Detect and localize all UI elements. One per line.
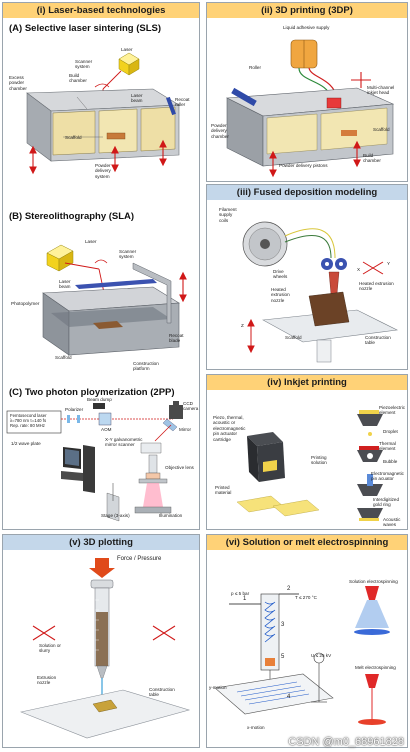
electro-header: (vi) Solution or melt electrospinning [207,535,407,550]
sla-label-laser-beam: Laser beam [59,279,71,290]
sla-label-laser: Laser [85,239,97,244]
sls-title: (A) Selective laser sintering (SLS) [9,23,162,34]
tpp-label-ccd: CCD camera [183,401,199,412]
fdm-panel: (iii) Fused deposition modeling Filament… [206,184,408,370]
electro-label-n1: 1 [243,596,247,602]
sla-label-recoat-blade: Recoat blade [169,333,184,344]
fdm-header: (iii) Fused deposition modeling [207,185,407,200]
electro-label-melt-es: Melt electrospinning [355,665,396,670]
inkjet-label-em-pin: Electromagnetic pin acuator [371,471,404,482]
sls-label-build-chamber: Build chamber [69,73,87,84]
electro-panel: (vi) Solution or melt electrospinning 1 … [206,534,408,748]
inkjet-label-acoustic: Acoustic waves [383,517,401,528]
fdm-label-x: X [357,267,361,272]
sls-label-laser-beam: Laser beam [131,93,143,104]
tpp-label-illumination: Illumination [159,513,183,518]
tpp-label-polarizer: Polarizer [65,407,84,412]
laser-panel-header: (i) Laser-based technologies [3,3,199,18]
plotting-panel: (v) 3D plotting Force / Pressure Solutio… [2,534,200,748]
plotting-label-force: Force / Pressure [117,556,162,562]
tpp-label-laser-box: Femtosecond laser λ=780 nm τ=140 fs Rep.… [10,413,47,428]
inkjet-label-thermal: Thermal element [379,441,396,452]
plotting-illustration [19,558,191,739]
inkjet-label-printing-solution: Printing solution [311,455,327,466]
tpp-label-stage: Stage (3-axis) [101,513,130,518]
inkjet-label-cartridge: Piezo, thermal, acoustic or electromagne… [213,415,246,442]
plotting-label-solution: Solution or slurry [39,643,61,654]
fdm-label-heated-nozzle-left: Heated extrusion nozzle [271,287,290,303]
fdm-label-heated-nozzle-right: Heated extrusion nozzle [359,281,394,292]
electro-illustration [214,586,390,725]
tpp-label-mirror: Mirror [179,427,191,432]
electro-label-n5: 5 [281,654,285,660]
inkjet-header: (iv) Inkjet printing [207,375,407,390]
inkjet-label-gold-ring: Interdigitized gold ring [373,497,400,508]
p3dp-label-scaffold: Scaffold [373,127,390,132]
sla-label-photopolymer: Photopolymer [11,301,40,306]
inkjet-label-piezo: Piezoelectric element [379,405,406,416]
sls-label-excess-powder: Excess powder chamber [9,75,27,91]
tpp-title: (C) Two photon ploymerization (2PP) [9,387,175,398]
fdm-label-table: Construction table [365,335,391,346]
p3dp-illustration [225,39,395,178]
sls-label-recoat-roller: Recoat roller [175,97,190,108]
electro-label-xmotion: x-motion [247,725,265,730]
sla-laser-cube [46,244,74,272]
sla-illustration [42,244,187,356]
electro-label-voltage: U ≤ 25 kV [311,653,332,658]
sla-label-scanner: Scanner system [119,249,137,260]
p3dp-label-pistons: Powder delivery pistons [279,163,328,168]
tpp-illustration [6,401,183,522]
inkjet-label-droplet: Droplet [383,429,398,434]
watermark: CSDN @m0_68961828 [288,736,404,748]
sla-title: (B) Stereolithography (SLA) [9,211,135,222]
fdm-label-filament: Filament supply coils [219,207,237,223]
electro-label-n2: 2 [287,586,291,592]
electro-label-n4: 4 [287,694,291,700]
electro-label-temp: T ≤ 270 °C [295,595,317,600]
p3dp-label-roller: Roller [249,65,261,70]
laser-panel: (i) Laser-based technologies (A) Selecti… [2,2,200,530]
fdm-illustration [242,221,399,363]
p3dp-header: (ii) 3D printing (3DP) [207,3,407,18]
tpp-label-objective: Objective lens [165,465,194,470]
tpp-label-beam-dump: Beam dump [87,397,112,402]
sls-label-powder-delivery: Powder delivery system [95,163,111,179]
fdm-label-z: Z [241,323,244,328]
electro-label-pressure: p ≤ 5 bar [231,591,250,596]
plotting-label-nozzle: Extrusion nozzle [37,675,57,686]
sls-label-laser: Laser [121,47,133,52]
sls-label-scaffold: Scaffold [65,135,82,140]
sls-illustration [26,52,180,175]
fdm-label-drive: Drive wheels [273,269,288,280]
inkjet-label-bubble: Bubble [383,459,398,464]
tpp-label-wave-plate: 1/2 wave plate [11,441,41,446]
tpp-label-xy-scanner: X-Y galvanometric mirror scanner [105,437,143,448]
p3dp-label-adhesive: Liquid adhesive supply [283,25,330,30]
fdm-label-scaffold: Scaffold [285,335,302,340]
electro-label-solution-es: Solution electrospinning [349,579,398,584]
inkjet-actuators [357,410,383,521]
electro-label-n3: 3 [281,622,285,628]
p3dp-label-inkjet-head: Multi-channel inkjet head [367,85,395,96]
inkjet-panel: (iv) Inkjet printing Piezo, thermal, aco… [206,374,408,530]
inkjet-illustration [236,410,383,521]
sla-label-scaffold: Scaffold [55,355,72,360]
p3dp-label-build-chamber: Build chamber [363,153,381,164]
sla-label-construction-platform: Construction platform [133,361,159,372]
sls-label-scanner: Scanner system [75,59,93,70]
inkjet-label-printed-material: Printed material [215,485,232,496]
sls-laser-cube [118,52,140,76]
plotting-header: (v) 3D plotting [3,535,199,550]
tpp-label-aom: AOM [101,427,112,432]
p3dp-label-powder-chamber: Powder delivery chamber [211,123,229,139]
p3dp-panel: (ii) 3D printing (3DP) Liquid adhesive s… [206,2,408,182]
fdm-label-y: Y [387,261,391,266]
plotting-label-table: Construction table [149,687,175,698]
electro-label-ymotion: y-motion [209,685,227,690]
